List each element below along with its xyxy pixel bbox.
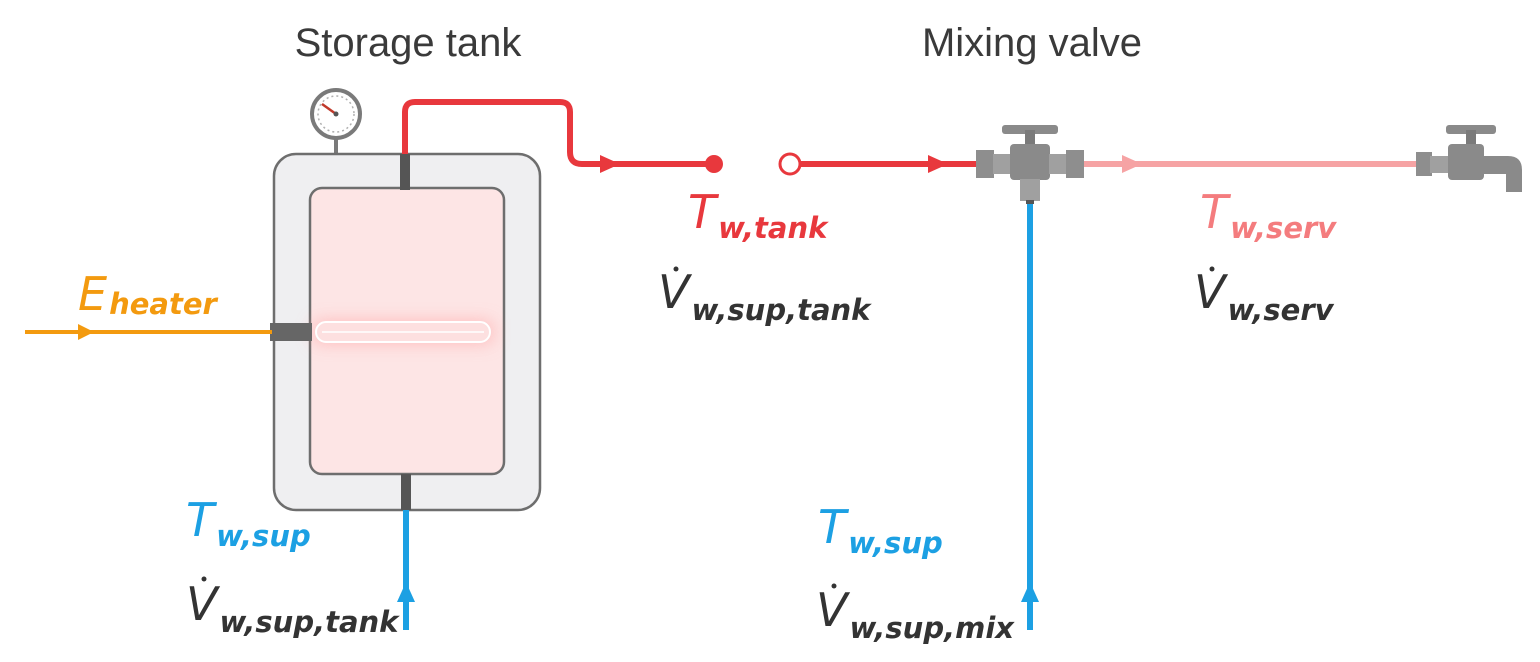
pressure-gauge-icon [310,88,362,155]
faucet-icon [1416,125,1522,192]
tank-to-valve-pipe [778,152,980,176]
service-flow-label: Vw,serv [1194,265,1335,327]
svg-text:Vw,sup,tank: Vw,sup,tank [658,265,872,327]
mix-inlet-flow-label: Vw,sup,mix [816,583,1015,645]
heating-element-icon [270,321,492,343]
mixing-valve-title: Mixing valve [922,21,1142,65]
tank-inlet-temp-label: Tw,sup [186,493,311,553]
tank-inlet-flow-label: Vw,sup,tank [186,576,400,639]
service-pipe [1080,155,1418,173]
heater-energy-arrow [25,324,272,340]
tank-outlet-temp-label: Tw,tank [688,185,829,245]
tank-outlet-flow-label: Vw,sup,tank [658,265,872,327]
mix-inlet-temp-label: Tw,sup [818,500,943,560]
storage-tank-title: Storage tank [295,21,523,65]
svg-text:Vw,sup,mix: Vw,sup,mix [816,583,1015,645]
mixing-valve-icon [976,125,1084,204]
heater-energy-label: Eheater [78,267,218,321]
cold-supply-tank-pipe [397,474,415,630]
svg-text:Vw,sup,tank: Vw,sup,tank [186,577,400,639]
cold-supply-mix-pipe [1021,200,1039,630]
service-temp-label: Tw,serv [1200,185,1337,245]
hot-outlet-pipe [400,99,723,190]
svg-text:Vw,serv: Vw,serv [1194,265,1335,327]
